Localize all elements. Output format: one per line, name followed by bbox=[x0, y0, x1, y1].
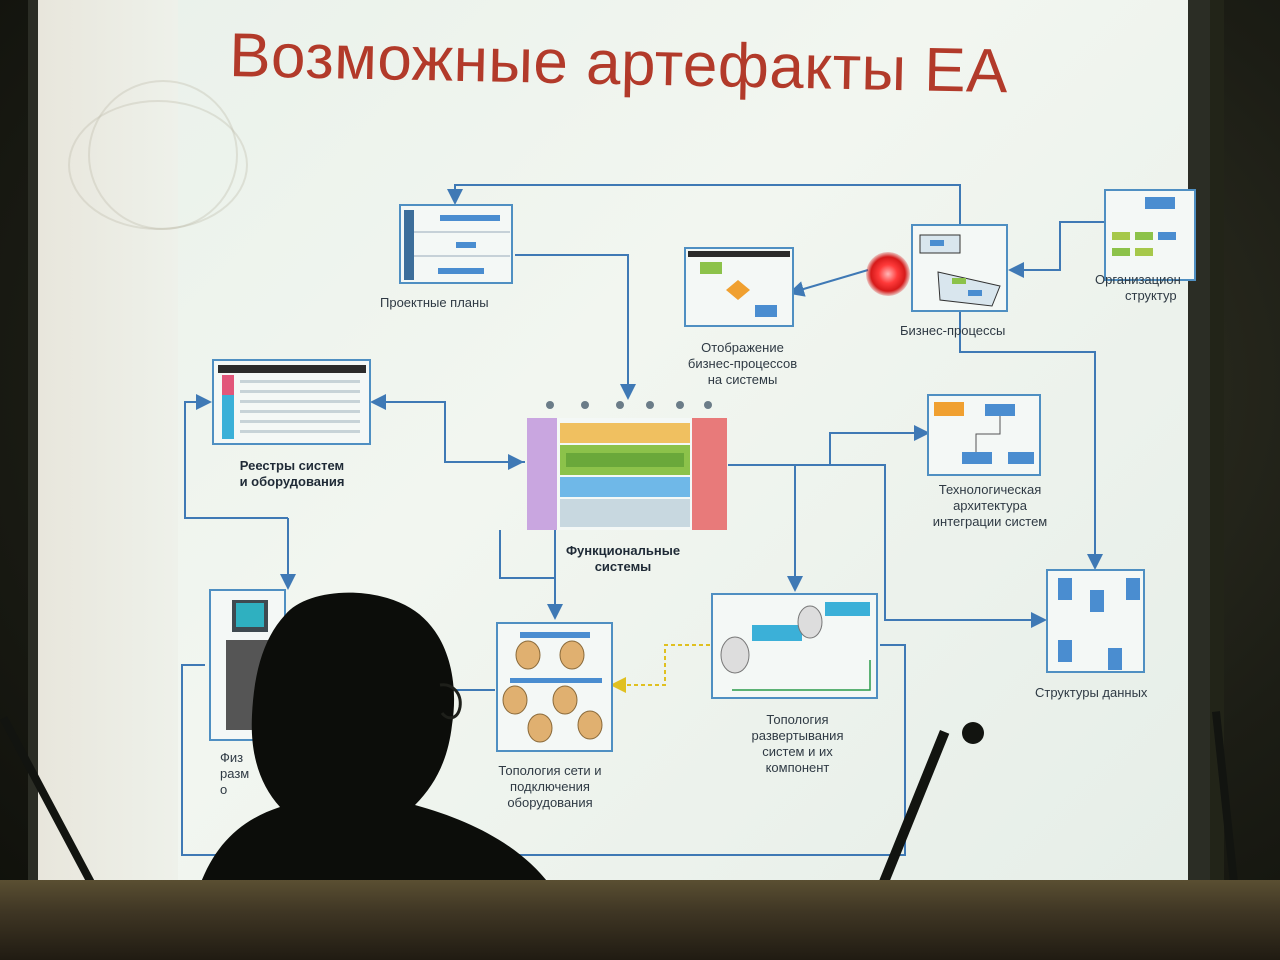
thumb-business-processes bbox=[912, 225, 1007, 311]
thumb-deployment-topology bbox=[712, 594, 877, 698]
foreground-desk bbox=[0, 880, 1280, 960]
thumb-bp-mapping bbox=[685, 248, 793, 326]
thumb-data-structures bbox=[1047, 570, 1144, 672]
label-bp-mapping: Отображение бизнес-процессов на системы bbox=[670, 340, 815, 388]
microphone-head bbox=[962, 722, 984, 744]
label-business-processes: Бизнес-процессы bbox=[900, 323, 1005, 339]
label-data-structures: Структуры данных bbox=[1035, 685, 1147, 701]
yellow-connector bbox=[612, 645, 710, 685]
label-registries: Реестры систем и оборудования bbox=[218, 458, 366, 490]
thumb-functional-systems bbox=[527, 401, 727, 530]
thumb-tech-architecture bbox=[928, 395, 1040, 475]
label-tech-architecture: Технологическая архитектура интеграции с… bbox=[910, 482, 1070, 530]
thumb-project-plans bbox=[400, 205, 512, 283]
laser-pointer-dot bbox=[866, 252, 910, 296]
label-org-structure: Организацион структур bbox=[1095, 272, 1181, 304]
label-deployment-topology: Топология развертывания систем и их комп… bbox=[730, 712, 865, 776]
thumb-registries bbox=[213, 360, 370, 444]
label-project-plans: Проектные планы bbox=[380, 295, 489, 311]
thumb-org-structure bbox=[1105, 190, 1195, 280]
label-functional-systems: Функциональные системы bbox=[548, 543, 698, 575]
